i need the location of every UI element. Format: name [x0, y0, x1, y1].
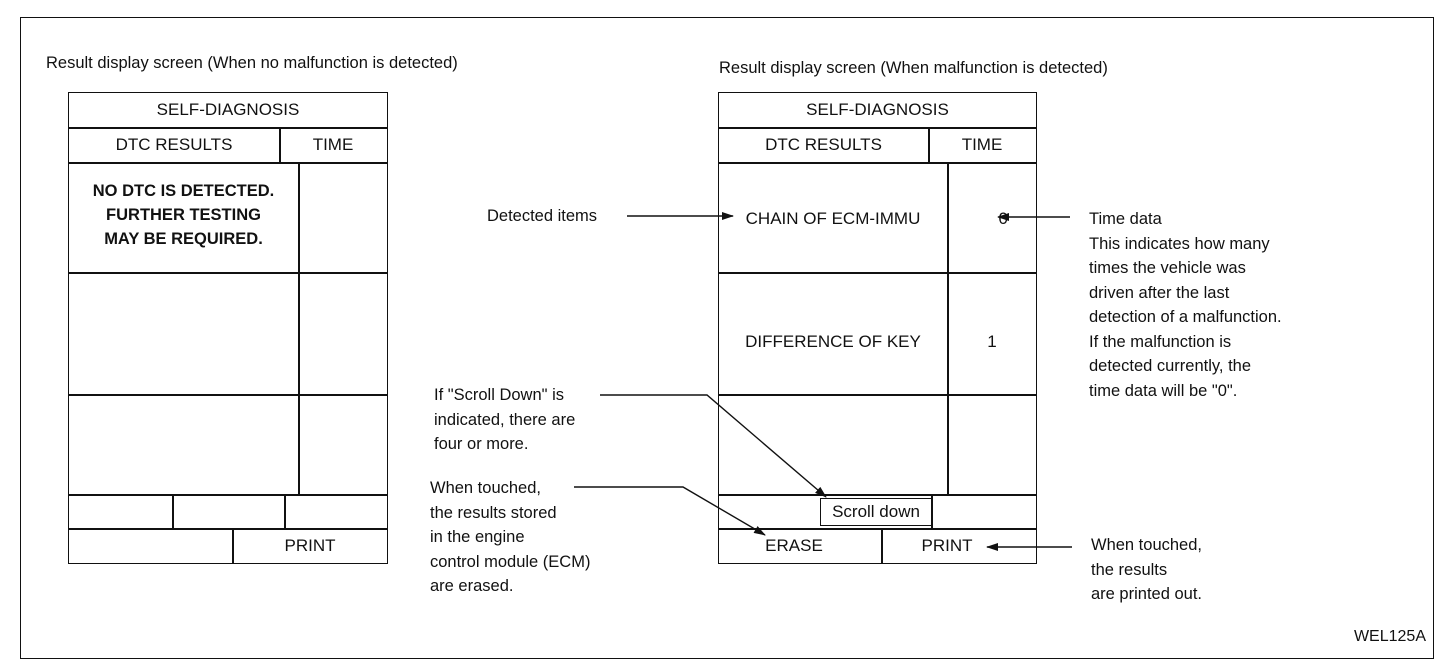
left-no-dtc-message: NO DTC IS DETECTED. FURTHER TESTING MAY … [69, 173, 298, 257]
left-screen: SELF-DIAGNOSIS DTC RESULTS TIME NO DTC I… [68, 92, 388, 564]
right-col-results: DTC RESULTS [765, 135, 882, 154]
time-data-callout: Time data This indicates how many times … [1089, 207, 1282, 403]
scroll-callout-line: four or more. [434, 435, 529, 453]
erase-callout: When touched, the results stored in the … [430, 476, 590, 599]
scroll-down-arrow [600, 394, 827, 498]
scroll-callout-line: If "Scroll Down" is [434, 386, 564, 404]
right-print-button[interactable]: PRINT [921, 536, 973, 555]
time-callout-line: driven after the last [1089, 283, 1230, 302]
print-callout-line: When touched, [1091, 536, 1202, 554]
message-line-2: FURTHER TESTING [106, 206, 261, 224]
scroll-callout-line: indicated, there are [434, 410, 576, 429]
left-col-time: TIME [312, 135, 354, 154]
print-callout-line: are printed out. [1091, 585, 1202, 603]
erase-callout-line: are erased. [430, 577, 514, 595]
erase-callout-line: control module (ECM) [430, 552, 591, 571]
right-col-time: TIME [961, 135, 1003, 154]
message-line-1: NO DTC IS DETECTED. [92, 182, 275, 200]
erase-arrow [574, 486, 766, 536]
left-caption: Result display screen (When no malfuncti… [46, 54, 458, 72]
erase-callout-line: in the engine [430, 528, 525, 546]
erase-button[interactable]: ERASE [765, 536, 823, 555]
right-screen: SELF-DIAGNOSIS DTC RESULTS TIME CHAIN OF… [718, 92, 1037, 564]
print-callout: When touched, the results are printed ou… [1091, 533, 1202, 607]
figure-frame [20, 17, 1434, 659]
scroll-callout: If "Scroll Down" is indicated, there are… [434, 383, 575, 457]
figure-code: WEL125A [1353, 628, 1426, 645]
time-callout-line: time data will be "0". [1089, 381, 1238, 400]
time-callout-line: This indicates how many [1089, 234, 1270, 253]
dtc-row-item-2[interactable]: DIFFERENCE OF KEY [745, 332, 921, 351]
time-callout-line: detected currently, the [1089, 357, 1252, 375]
dtc-row-item-1[interactable]: CHAIN OF ECM-IMMU [745, 209, 921, 228]
time-callout-line: Time data [1089, 210, 1162, 228]
left-title: SELF-DIAGNOSIS [156, 100, 300, 119]
time-callout-line: detection of a malfunction. [1089, 308, 1282, 326]
right-title: SELF-DIAGNOSIS [806, 100, 949, 119]
left-col-results: DTC RESULTS [115, 135, 233, 154]
left-print-button[interactable]: PRINT [284, 536, 336, 555]
erase-callout-line: When touched, [430, 479, 541, 497]
dtc-row-time-2: 1 [987, 332, 997, 351]
detected-items-label: Detected items [487, 207, 598, 225]
time-callout-line: times the vehicle was [1089, 259, 1246, 277]
print-callout-line: the results [1091, 560, 1168, 579]
erase-callout-line: the results stored [430, 503, 557, 522]
message-line-3: MAY BE REQUIRED. [104, 230, 263, 248]
time-callout-line: If the malfunction is [1089, 332, 1232, 351]
right-caption: Result display screen (When malfunction … [719, 59, 1108, 77]
